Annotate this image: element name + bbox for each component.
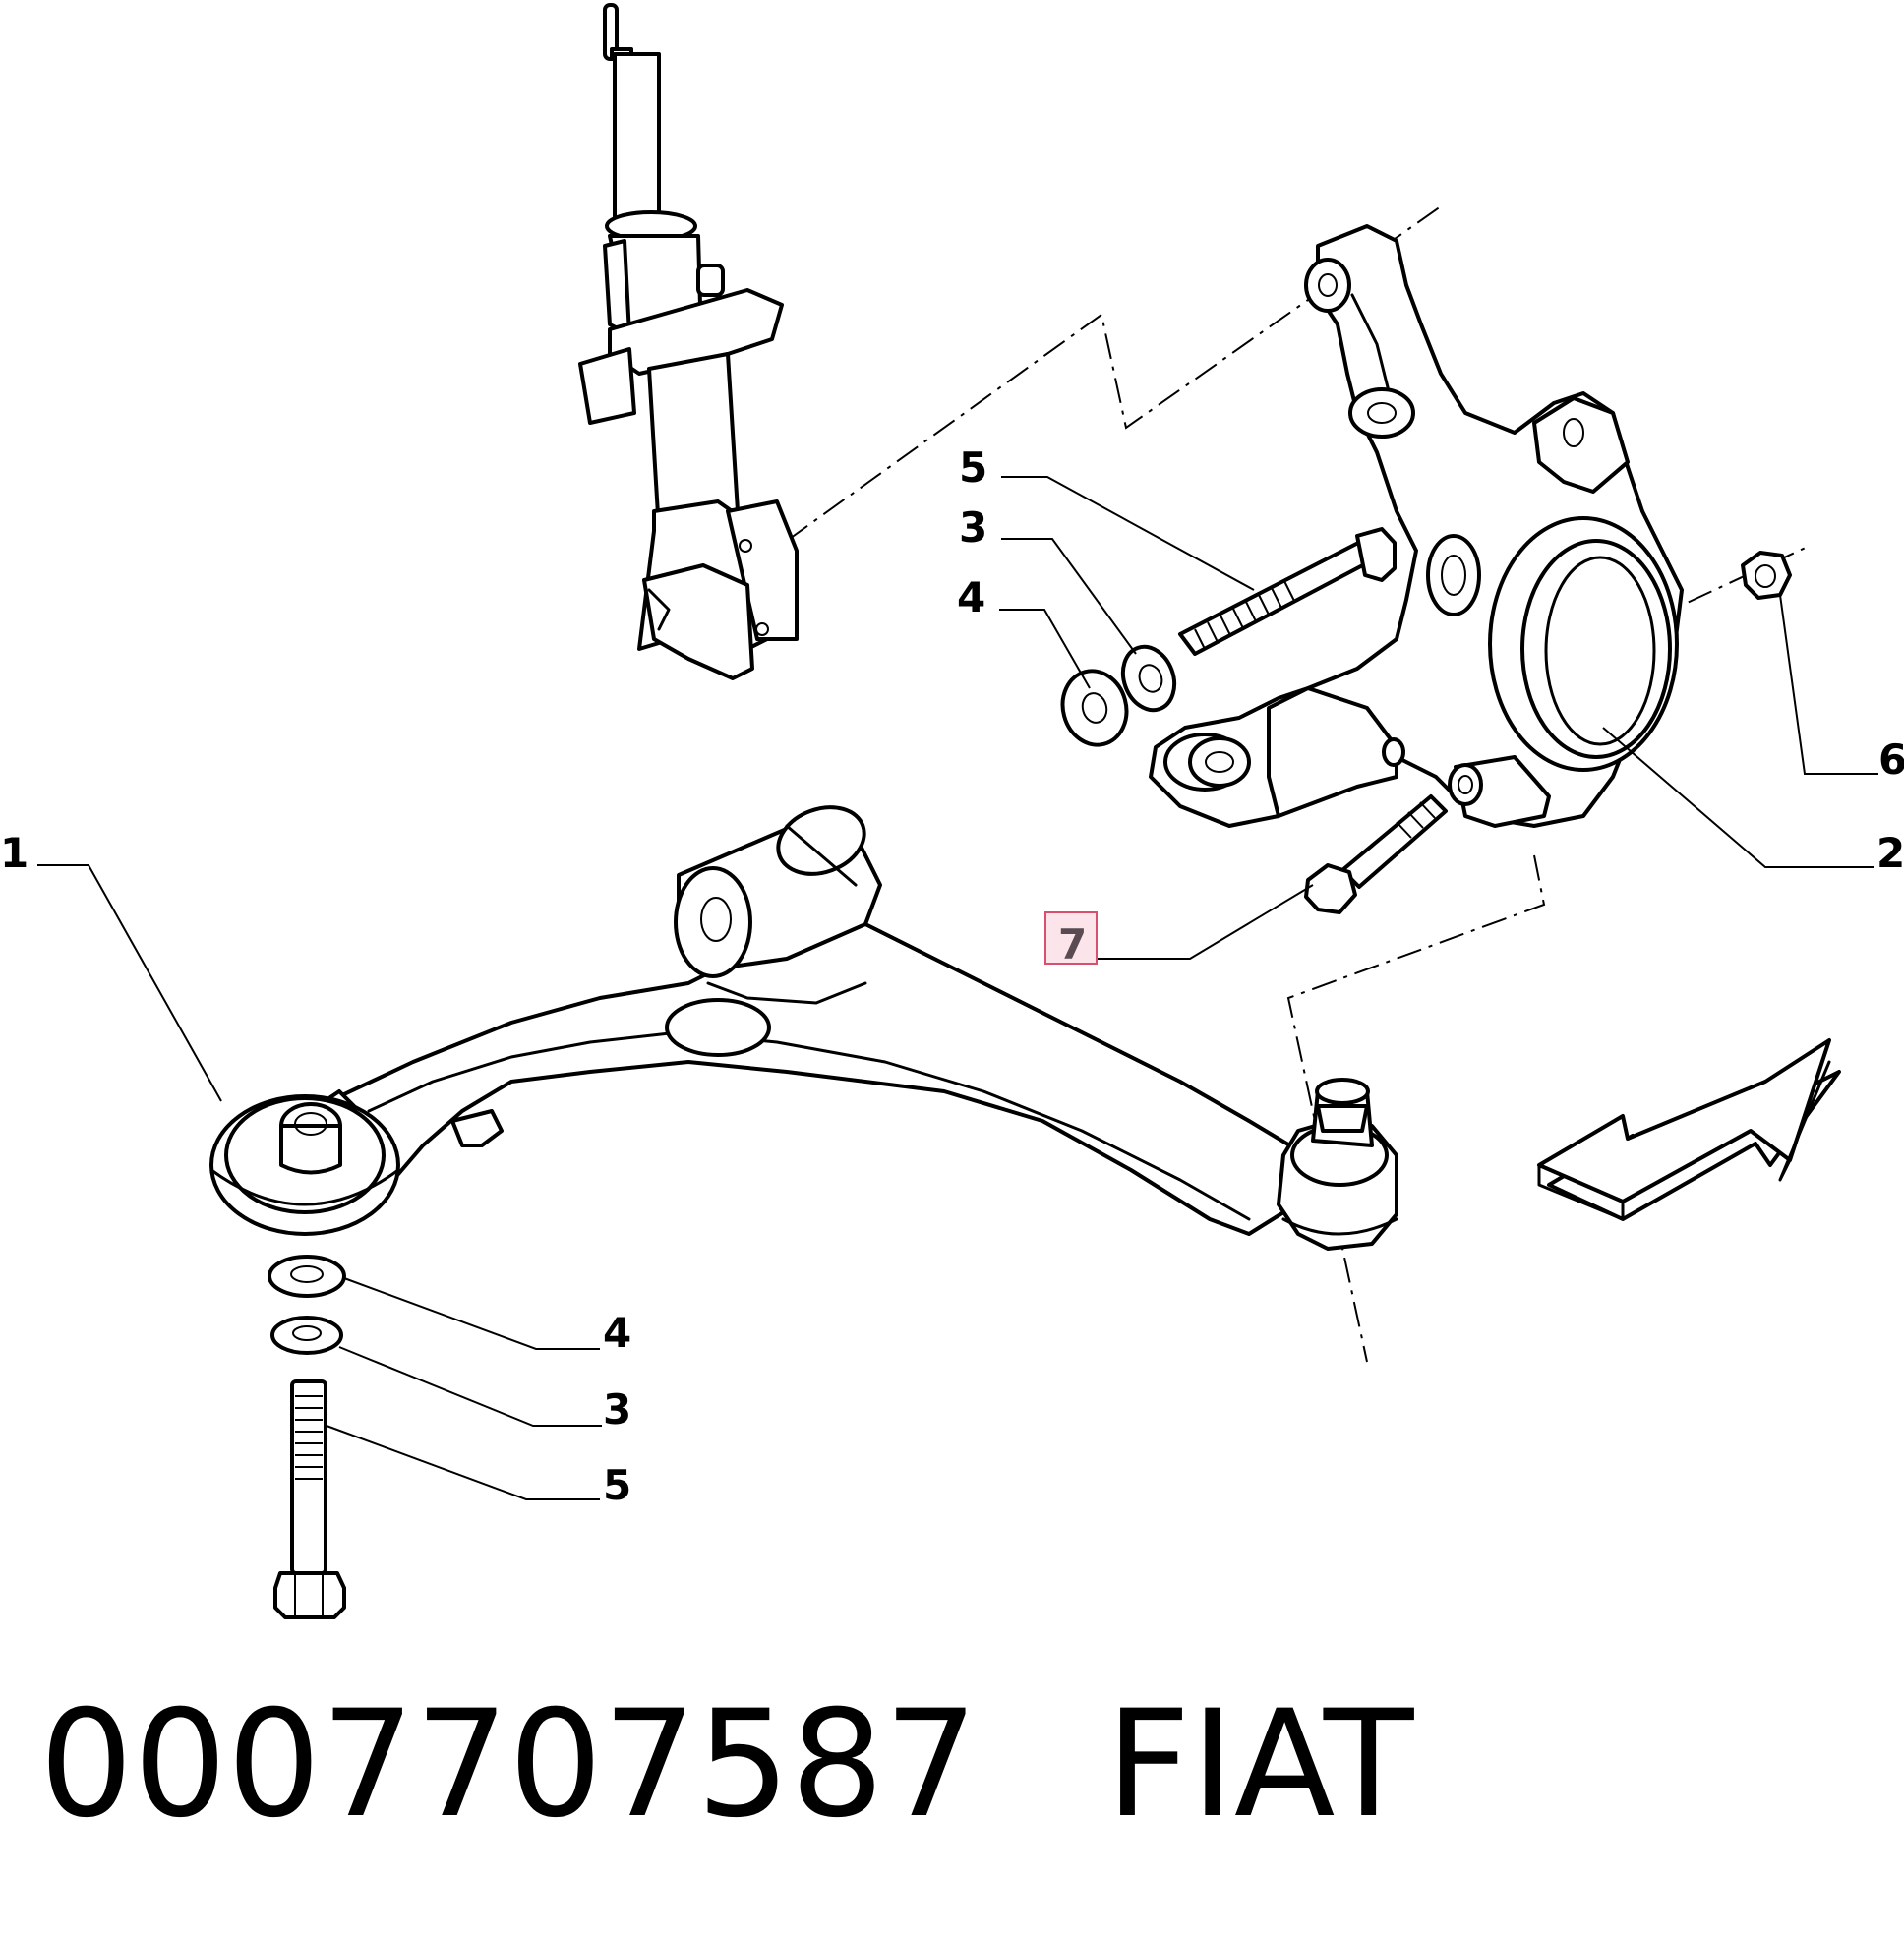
callout-3-bottom: 3 [603, 1385, 631, 1434]
callout-7: 7 [1058, 920, 1087, 968]
upper-washer-4 [1060, 669, 1129, 747]
brand-name: FIAT [1105, 1679, 1414, 1850]
direction-arrow-icon [1537, 1038, 1841, 1221]
callout-3-top: 3 [959, 503, 987, 552]
lower-bolt [273, 1379, 346, 1619]
leader-lines [37, 476, 1878, 1500]
part-number: 0007707587 [39, 1679, 979, 1850]
callout-4-bottom: 4 [603, 1309, 631, 1357]
callout-1: 1 [0, 829, 29, 877]
upper-bolt [1178, 527, 1397, 656]
nut [1741, 551, 1792, 600]
callout-4-top: 4 [957, 573, 985, 621]
steering-knuckle [1149, 224, 1684, 828]
callout-2: 2 [1876, 829, 1904, 877]
upper-washer-3 [1120, 644, 1177, 713]
shock-absorber-strut [578, 3, 799, 680]
callout-labels: 1 5 3 4 6 2 7 4 3 5 [0, 443, 1904, 1509]
callout-7-highlight [1044, 911, 1098, 965]
lower-washer-3 [270, 1316, 343, 1355]
callout-5-top: 5 [959, 443, 987, 492]
ball-joint-bolt [1304, 794, 1448, 914]
callout-6: 6 [1878, 735, 1904, 784]
callout-5-bottom: 5 [603, 1461, 631, 1509]
lower-control-arm [209, 805, 1398, 1251]
lower-washer-4 [268, 1255, 346, 1298]
